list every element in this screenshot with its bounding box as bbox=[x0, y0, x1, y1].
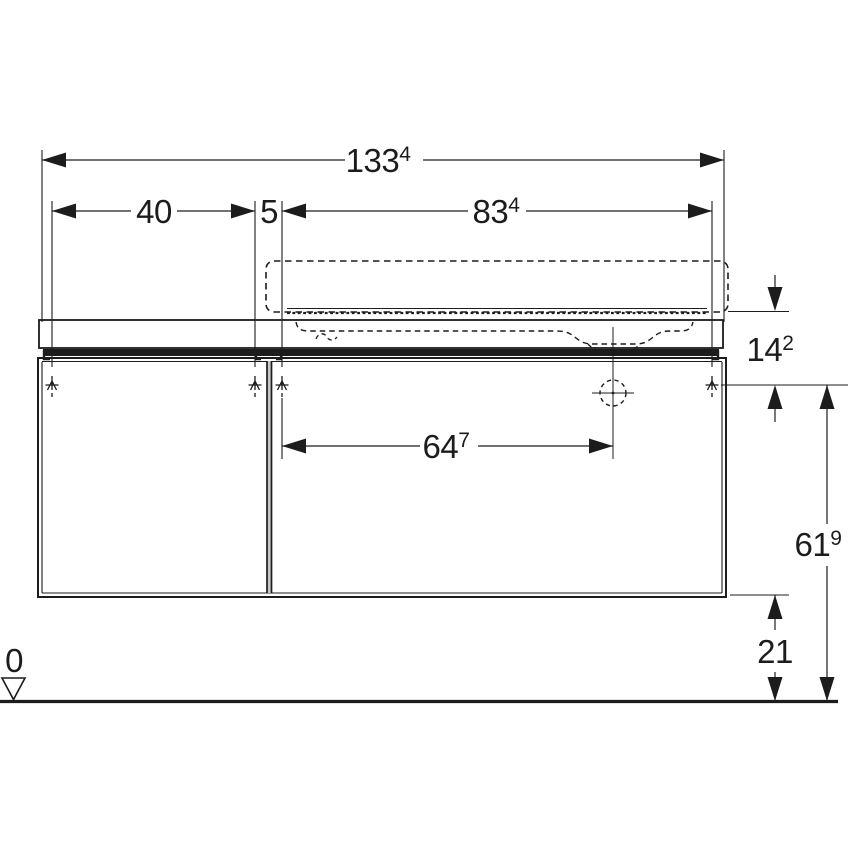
fixing-point-icon bbox=[45, 376, 59, 397]
fixing-points bbox=[45, 376, 719, 397]
dim-rim-to-fixing-label: 142 bbox=[747, 331, 794, 368]
arrowhead-up-icon bbox=[767, 385, 783, 409]
dim-rim-to-fixing: 142 bbox=[747, 275, 794, 422]
dim-left-section: 40 bbox=[52, 193, 255, 230]
dim-left-section-label: 40 bbox=[136, 193, 172, 230]
fixing-point-icon bbox=[275, 376, 289, 397]
door-gap-fill bbox=[267, 361, 271, 593]
dim-drain-offset-label: 647 bbox=[423, 428, 470, 465]
floor-level-label: 0 bbox=[5, 642, 23, 679]
level-marker-triangle-icon bbox=[0, 677, 27, 702]
arrowhead-left-icon bbox=[52, 203, 76, 219]
arrowhead-up-icon bbox=[819, 385, 835, 409]
slab-outline bbox=[38, 319, 724, 349]
arrowhead-down-icon bbox=[767, 677, 783, 701]
arrowhead-down-icon bbox=[767, 287, 783, 311]
floor: 0 bbox=[0, 642, 838, 704]
drain bbox=[592, 327, 634, 459]
drain-center-dot bbox=[611, 391, 615, 395]
arrowhead-left-icon bbox=[42, 152, 66, 168]
dim-right-section-label: 834 bbox=[473, 193, 521, 230]
dim-total-width-label: 1334 bbox=[346, 142, 412, 179]
arrowhead-right-icon bbox=[231, 203, 255, 219]
washbasin-bowl-profile bbox=[295, 321, 694, 345]
arrowhead-right-icon bbox=[700, 152, 724, 168]
arrowhead-up-icon bbox=[767, 595, 783, 619]
cabinet-body bbox=[37, 357, 727, 598]
arrowhead-down-icon bbox=[819, 677, 835, 701]
dim-floor-clearance: 21 bbox=[757, 595, 793, 701]
dim-right-section: 834 bbox=[282, 193, 712, 230]
dim-total-width: 1334 bbox=[42, 142, 724, 179]
fixing-point-icon bbox=[248, 376, 262, 397]
dim-fixing-height: 619 bbox=[795, 385, 842, 701]
dim-floor-clearance-label: 21 bbox=[757, 633, 793, 670]
washbasin-overflow-mark bbox=[315, 333, 338, 341]
dim-divider-gap: 5 bbox=[260, 193, 278, 230]
cabinet-outline bbox=[37, 357, 727, 598]
washbasin-dashed-outline bbox=[265, 260, 729, 352]
dim-fixing-height-label: 619 bbox=[795, 526, 842, 563]
arrowhead-right-icon bbox=[589, 438, 613, 454]
washtop-slab bbox=[38, 319, 724, 361]
arrowhead-left-icon bbox=[282, 203, 306, 219]
fixing-point-icon bbox=[705, 376, 719, 397]
arrowhead-right-icon bbox=[688, 203, 712, 219]
extension-lines bbox=[41, 150, 725, 459]
slab-shadow-band bbox=[43, 349, 719, 356]
dim-drain-offset: 647 bbox=[282, 428, 613, 465]
dim-divider-gap-label: 5 bbox=[260, 193, 278, 230]
washbasin-body bbox=[265, 260, 729, 313]
arrowhead-left-icon bbox=[282, 438, 306, 454]
